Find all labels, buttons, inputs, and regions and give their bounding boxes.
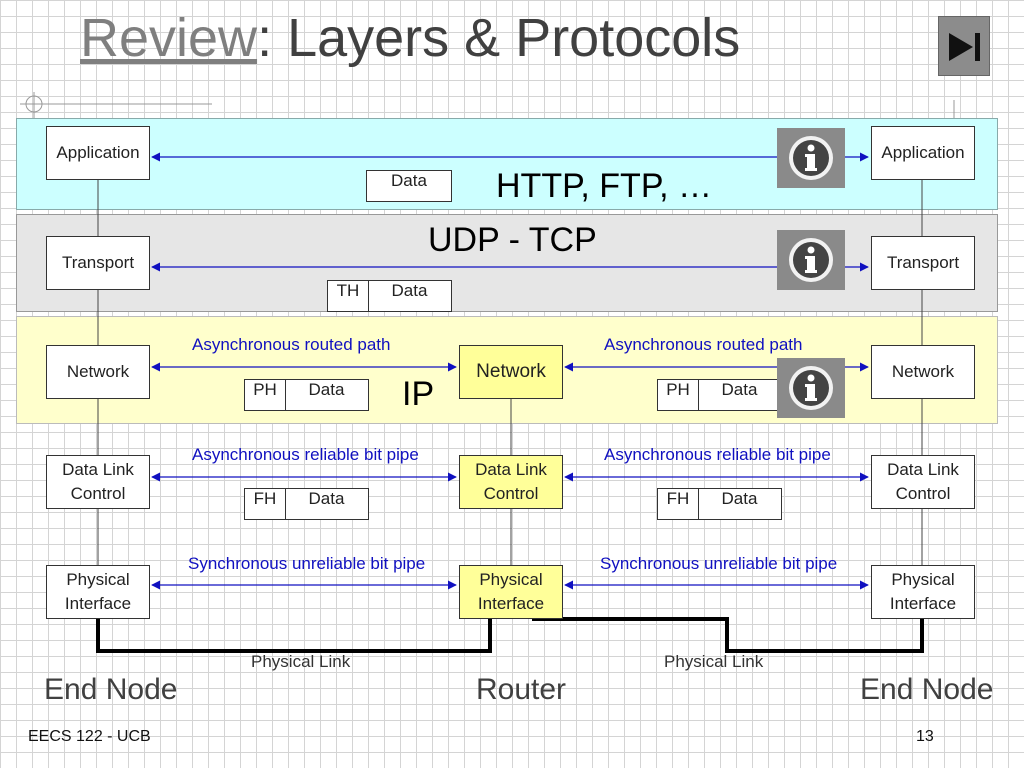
router-network-layer: Network xyxy=(459,345,563,399)
network-header: PH xyxy=(658,380,699,410)
slide-title: Review: Layers & Protocols xyxy=(80,6,740,70)
network-packet-left: PH Data xyxy=(244,379,369,411)
frame-header: FH xyxy=(245,489,286,519)
data-field: Data xyxy=(308,489,345,508)
data-field: Data xyxy=(391,171,427,190)
router-physical-layer: Physical Interface xyxy=(459,565,563,619)
physical-link-right xyxy=(532,617,924,653)
frame-right: FH Data xyxy=(657,488,782,520)
info-icon xyxy=(789,366,833,410)
physical-link-caption-right: Physical Link xyxy=(664,652,764,671)
network-link-label-right: Asynchronous routed path xyxy=(604,335,803,354)
network-packet-right: PH Data xyxy=(657,379,782,411)
application-data-packet: Data xyxy=(366,170,452,202)
router-data-link-layer: Data Link Control xyxy=(459,455,563,509)
transport-protocols: UDP - TCP xyxy=(428,221,597,259)
data-field: Data xyxy=(308,380,345,399)
data-field: Data xyxy=(391,281,428,300)
page-number: 13 xyxy=(916,728,934,745)
right-end-node-label: End Node xyxy=(860,673,994,706)
right-network-layer: Network xyxy=(871,345,975,399)
data-field: Data xyxy=(721,380,758,399)
application-info-button[interactable] xyxy=(777,128,845,188)
network-link-label-left: Asynchronous routed path xyxy=(192,335,391,354)
footer-course: EECS 122 - UCB xyxy=(28,728,151,745)
frame-left: FH Data xyxy=(244,488,369,520)
next-slide-icon xyxy=(949,33,980,61)
network-header: PH xyxy=(245,380,286,410)
left-network-layer: Network xyxy=(46,345,150,399)
transport-info-button[interactable] xyxy=(777,230,845,290)
right-physical-layer: Physical Interface xyxy=(871,565,975,619)
physical-link-left xyxy=(96,619,492,653)
application-protocols: HTTP, FTP, … xyxy=(496,167,713,205)
left-end-node-label: End Node xyxy=(44,673,178,706)
left-application-layer: Application xyxy=(46,126,150,180)
data-field: Data xyxy=(721,489,758,508)
network-protocol: IP xyxy=(402,375,435,413)
datalink-link-label-left: Asynchronous reliable bit pipe xyxy=(192,445,419,464)
network-info-button[interactable] xyxy=(777,358,845,418)
review-link[interactable]: Review xyxy=(80,8,258,68)
physical-link-caption-left: Physical Link xyxy=(251,652,351,671)
left-data-link-layer: Data Link Control xyxy=(46,455,150,509)
next-slide-button[interactable] xyxy=(938,16,990,76)
right-application-layer: Application xyxy=(871,126,975,180)
physical-link-label-left: Synchronous unreliable bit pipe xyxy=(188,554,426,573)
info-icon xyxy=(789,238,833,282)
datalink-link-label-right: Asynchronous reliable bit pipe xyxy=(604,445,831,464)
frame-header: FH xyxy=(658,489,699,519)
title-text: : Layers & Protocols xyxy=(257,8,741,68)
left-physical-layer: Physical Interface xyxy=(46,565,150,619)
right-transport-layer: Transport xyxy=(871,236,975,290)
router-label: Router xyxy=(476,673,567,706)
physical-link-label-right: Synchronous unreliable bit pipe xyxy=(600,554,838,573)
right-data-link-layer: Data Link Control xyxy=(871,455,975,509)
transport-segment: TH Data xyxy=(327,280,452,312)
info-icon xyxy=(789,136,833,180)
transport-header: TH xyxy=(328,281,369,311)
left-transport-layer: Transport xyxy=(46,236,150,290)
